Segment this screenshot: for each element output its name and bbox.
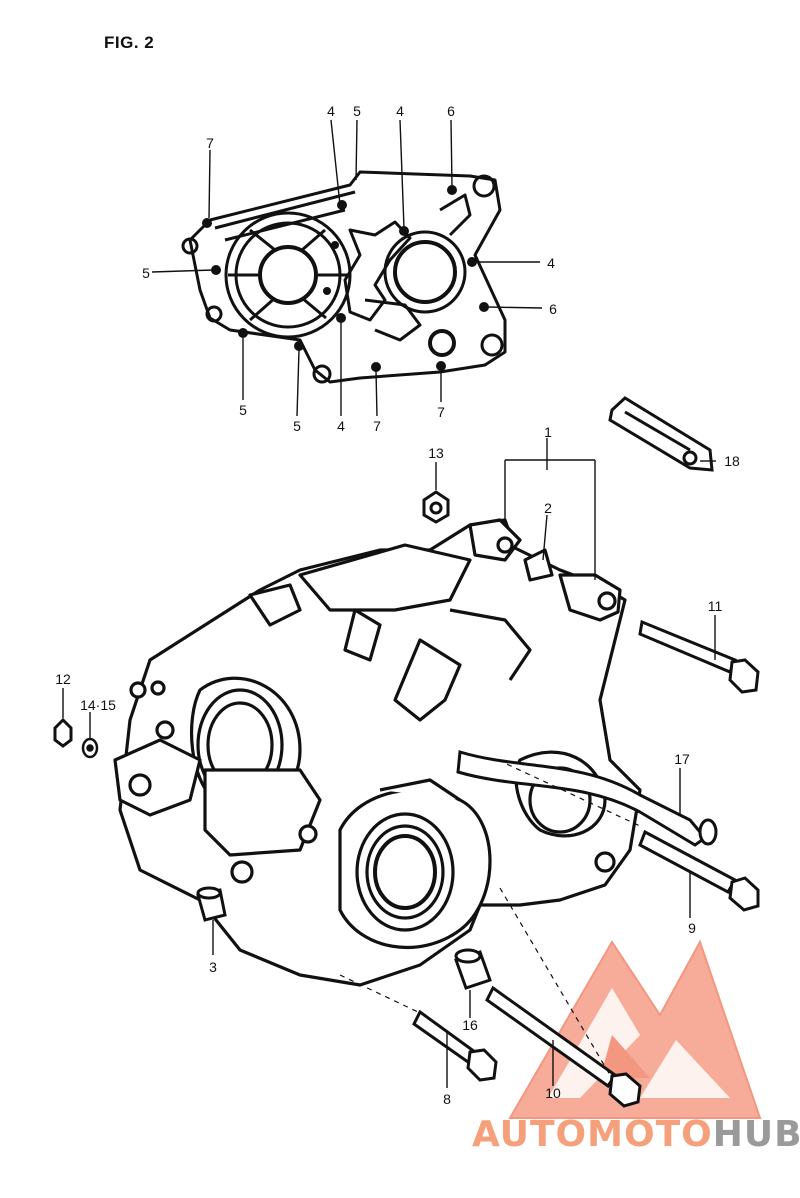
- upper-leader-lines: [151, 119, 543, 417]
- callout-upper-5a: 5: [353, 103, 361, 119]
- callout-upper-4-right: 4: [547, 255, 555, 271]
- callout-upper-5-left: 5: [142, 265, 150, 281]
- bolt-11: [638, 619, 760, 694]
- callout-upper-6-right: 6: [549, 301, 557, 317]
- dowel-3: [196, 886, 227, 922]
- brand-part-auto: AUTO: [472, 1114, 588, 1155]
- lower-leader-lines: [62, 438, 716, 1088]
- figure-label: FIG. 2: [104, 33, 155, 52]
- bolt-10: [485, 985, 642, 1108]
- crankcase-assembly: [113, 518, 642, 987]
- callout-upper-5-b2: 5: [293, 418, 301, 434]
- callout-upper-7a: 7: [206, 135, 214, 151]
- brand-part-hub: HUB: [712, 1114, 800, 1155]
- callout-part-14-15: 14·15: [80, 697, 116, 713]
- sleeve-16: [454, 948, 492, 990]
- brand-part-moto: MOTO: [587, 1114, 713, 1155]
- callout-part-1: 1: [544, 424, 552, 440]
- callout-part-10: 10: [545, 1085, 561, 1101]
- bolt-9: [638, 829, 760, 912]
- callout-part-17: 17: [674, 751, 690, 767]
- callout-part-12: 12: [55, 671, 71, 687]
- callout-upper-4a: 4: [327, 103, 335, 119]
- nut-13: [422, 490, 450, 524]
- washer-14-15: [81, 737, 99, 759]
- bracket-18: [608, 396, 714, 472]
- nut-12: [53, 717, 73, 748]
- hose-17: [456, 750, 718, 847]
- callout-part-9: 9: [688, 920, 696, 936]
- callout-upper-4b: 4: [396, 103, 404, 119]
- callout-part-13: 13: [428, 445, 444, 461]
- upper-crankcase-half: [181, 170, 507, 384]
- callout-upper-5-b1: 5: [239, 402, 247, 418]
- callout-upper-7-b1: 7: [373, 418, 381, 434]
- assembly-guide-lines: [339, 759, 641, 1076]
- callout-part-11: 11: [708, 598, 723, 614]
- watermark-brand: AUTOMOTOHUB: [472, 1114, 800, 1155]
- callout-part-8: 8: [443, 1091, 451, 1107]
- upper-bolt-markers: [202, 185, 489, 372]
- callout-upper-4-b: 4: [337, 418, 345, 434]
- callout-part-2: 2: [544, 500, 552, 516]
- callout-part-3: 3: [209, 959, 217, 975]
- callout-numbers: 4 5 4 6 7 5 4 6 5 5 4 7 7 1 2 3 8 9 10 1…: [55, 103, 740, 1107]
- callout-upper-6a: 6: [447, 103, 455, 119]
- bolt-8: [412, 1009, 498, 1082]
- callout-part-18: 18: [724, 453, 740, 469]
- callout-upper-7-b2: 7: [437, 404, 445, 420]
- callout-part-16: 16: [462, 1017, 478, 1033]
- watermark-logo-icon: [508, 939, 762, 1119]
